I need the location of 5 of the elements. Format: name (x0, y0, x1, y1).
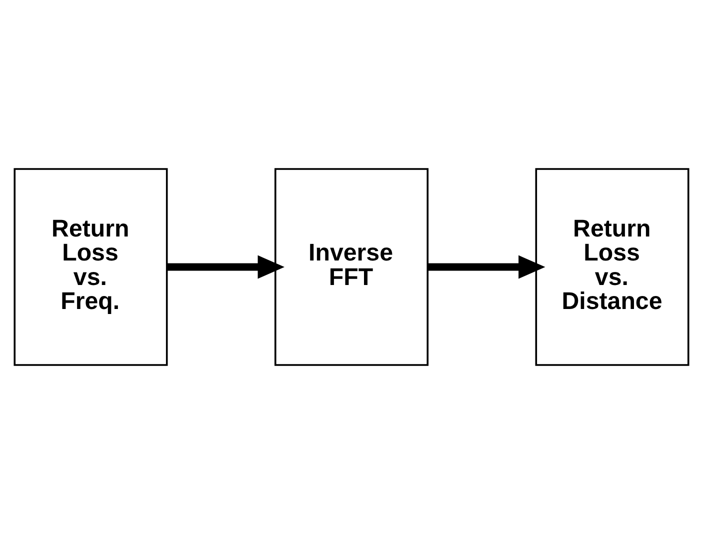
node-box: Return Loss vs. Freq. (14, 168, 168, 366)
arrow (428, 254, 546, 278)
node-box: Return Loss vs. Distance (535, 168, 690, 366)
node-box: Inverse FFT (274, 168, 429, 366)
arrow (168, 254, 284, 278)
